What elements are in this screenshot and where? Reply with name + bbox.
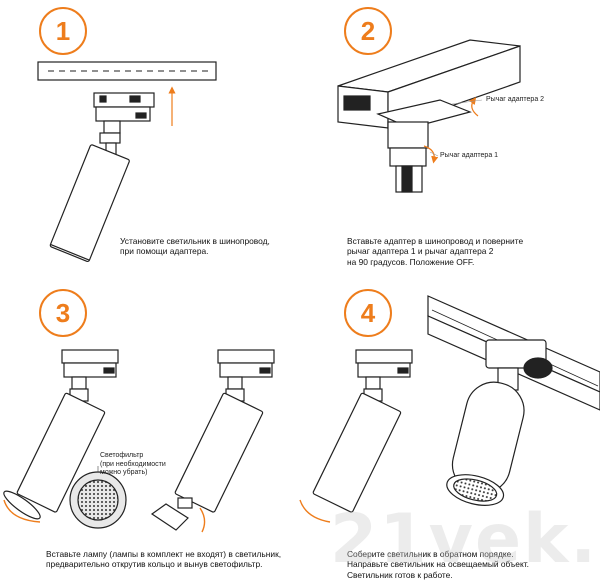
filter-label: Светофильтр (при необходимости можно убр… [100,452,166,476]
step4-drawing-b [427,295,600,506]
step-3-badge: 3 [39,289,87,337]
step3-drawing-b [150,349,275,533]
lever-2-label: Рычаг адаптера 2 [486,96,545,103]
step1-drawing [37,61,217,263]
step-4-badge: 4 [344,289,392,337]
step-4-number: 4 [360,297,376,328]
step-4-caption: Соберите светильник в обратном порядке. … [347,549,529,580]
step-1-caption: Установите светильник в шинопровод, при … [120,236,270,257]
step-1-number: 1 [55,15,71,46]
step-2-caption: Вставьте адаптер в шинопровод и повернит… [347,236,524,267]
step3-drawing-a [3,349,127,529]
step-2-number: 2 [360,15,376,46]
step-3-caption: Вставьте лампу (лампы в комплект не вход… [46,549,282,570]
step4-drawing-a [299,349,413,523]
watermark: 21vek.by [330,500,600,579]
step-3-number: 3 [55,297,71,328]
step-2-badge: 2 [344,7,392,55]
step-1-badge: 1 [39,7,87,55]
lever-1-label: Рычаг адаптера 1 [440,152,499,159]
luminaire-body [49,144,130,263]
step2-drawing [337,39,521,193]
